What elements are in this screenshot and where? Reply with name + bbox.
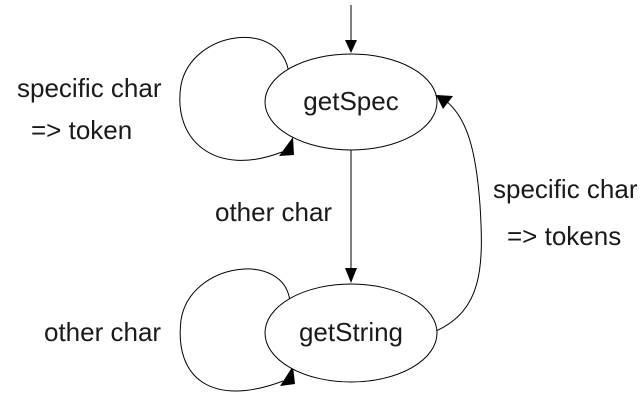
state-getstring: getString (264, 283, 438, 383)
state-getspec-ellipse (264, 53, 438, 151)
getstring-to-getspec-label-line2: => tokens (507, 221, 621, 251)
getspec-self-loop (179, 36, 294, 161)
getspec-self-loop-curve (179, 36, 290, 161)
getspec-self-loop-label-line2: => token (31, 115, 132, 145)
transition-getspec-to-getstring (345, 149, 357, 283)
getstring-to-getspec-arrowhead (436, 95, 453, 109)
getspec-to-getstring-arrowhead (345, 268, 357, 283)
getspec-self-loop-arrowhead (279, 137, 294, 156)
getstring-self-loop (179, 268, 295, 392)
transition-getstring-to-getspec (435, 95, 482, 332)
state-getstring-ellipse (264, 283, 438, 383)
getstring-to-getspec-curve (435, 100, 482, 332)
initial-transition (345, 5, 357, 53)
state-getspec-label: getSpec (303, 86, 398, 116)
getstring-self-loop-arrowhead (280, 366, 295, 386)
getstring-self-loop-label: other char (44, 317, 161, 347)
state-getstring-label: getString (299, 317, 403, 347)
initial-arrowhead (345, 40, 357, 53)
getstring-self-loop-curve (179, 268, 291, 392)
getspec-self-loop-label-line1: specific char (17, 73, 162, 103)
getstring-to-getspec-label-line1: specific char (493, 174, 638, 204)
getspec-to-getstring-label: other char (215, 197, 332, 227)
state-getspec: getSpec (264, 53, 438, 151)
